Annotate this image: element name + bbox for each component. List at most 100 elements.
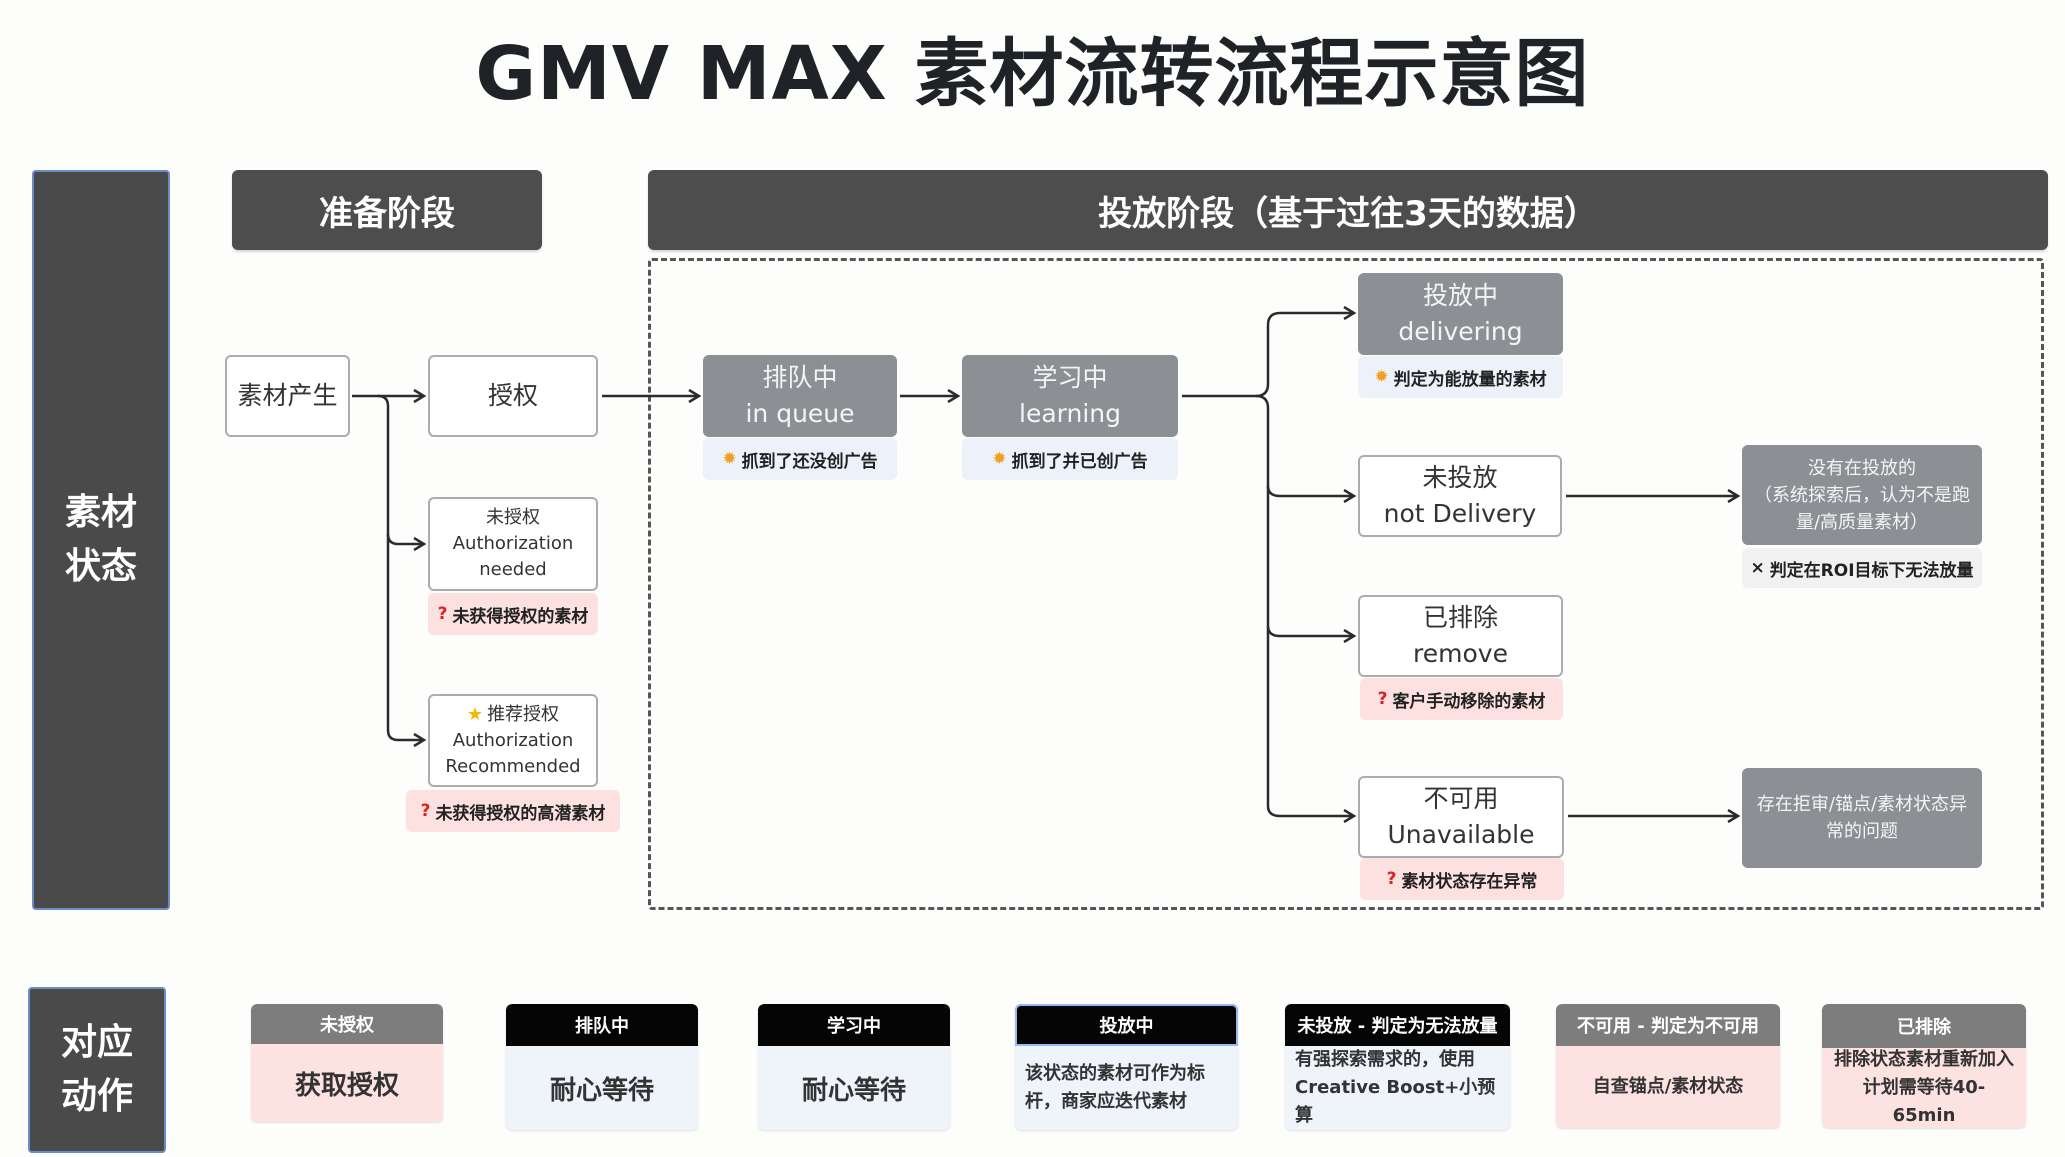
node-auth-needed: 未授权 Authorization needed <box>428 497 598 591</box>
action-card-header: 不可用 - 判定为不可用 <box>1556 1004 1780 1046</box>
action-card-in-queue: 排队中 耐心等待 <box>506 1004 698 1130</box>
action-card-removed: 已排除 排除状态素材重新加入 计划需等待40-65min <box>1822 1004 2026 1128</box>
action-card-learning: 学习中 耐心等待 <box>758 1004 950 1130</box>
page-title: GMV MAX 素材流转流程示意图 <box>475 31 1590 117</box>
action-card-unavailable: 不可用 - 判定为不可用 自查锚点/素材状态 <box>1556 1004 1780 1128</box>
node-delivering: 投放中 delivering <box>1358 273 1563 355</box>
node-label-en: delivering <box>1398 317 1523 346</box>
question-icon: ? <box>1386 869 1397 889</box>
bulb-icon: ✹ <box>722 449 737 469</box>
action-card-body-line-2: Creative Boost+小预算 <box>1295 1077 1496 1126</box>
question-icon: ? <box>1377 689 1388 709</box>
action-card-header: 已排除 <box>1822 1004 2026 1048</box>
action-card-body: 获取授权 <box>251 1044 443 1122</box>
note-delivering: ✹ 判定为能放量的素材 <box>1358 356 1563 398</box>
node-label: 素材产生 <box>237 381 338 410</box>
node-label-en: Unavailable <box>1387 820 1535 849</box>
detail-line-1: 存在拒审/锚点/素材状态异 <box>1756 794 1968 815</box>
action-card-header: 排队中 <box>506 1004 698 1046</box>
note-text: 未获得授权的素材 <box>452 606 589 627</box>
question-icon: ? <box>437 604 448 624</box>
phase-header-prep: 准备阶段 <box>232 170 542 250</box>
note-removed: ? 客户手动移除的素材 <box>1360 678 1563 720</box>
node-label-en: remove <box>1413 639 1508 668</box>
note-learning: ✹ 抓到了并已创广告 <box>962 438 1178 480</box>
node-label-en-2: needed <box>479 559 547 580</box>
node-not-delivery: 未投放 not Delivery <box>1358 455 1562 537</box>
action-card-header: 投放中 <box>1015 1004 1238 1046</box>
node-label-cn: 学习中 <box>1032 363 1108 392</box>
star-icon: ★ <box>466 703 484 725</box>
action-card-body: 该状态的素材可作为标 杆，商家应迭代素材 <box>1015 1046 1238 1130</box>
note-unavailable: ? 素材状态存在异常 <box>1360 858 1564 900</box>
action-card-body: 自查锚点/素材状态 <box>1556 1046 1780 1128</box>
node-learning: 学习中 learning <box>962 355 1178 437</box>
action-card-header: 未投放 - 判定为无法放量 <box>1285 1004 1510 1046</box>
action-card-header: 学习中 <box>758 1004 950 1046</box>
action-card-body: 耐心等待 <box>758 1046 950 1130</box>
action-card-body-line-2: 杆，商家应迭代素材 <box>1025 1091 1187 1112</box>
action-card-body: 有强探索需求的，使用 Creative Boost+小预算 <box>1285 1046 1510 1130</box>
row-label-line1: 对应 <box>60 1022 133 1063</box>
action-card-delivering: 投放中 该状态的素材可作为标 杆，商家应迭代素材 <box>1015 1004 1238 1130</box>
note-in-queue: ✹ 抓到了还没创广告 <box>703 438 897 480</box>
note-text: 抓到了还没创广告 <box>741 451 878 472</box>
note-auth-needed: ? 未获得授权的素材 <box>428 593 598 635</box>
action-card-body: 耐心等待 <box>506 1046 698 1130</box>
node-label-en: not Delivery <box>1383 499 1537 528</box>
row-label-material-status: 素材 状态 <box>32 170 170 910</box>
question-icon: ? <box>420 801 431 821</box>
note-text: 素材状态存在异常 <box>1401 871 1538 892</box>
node-label-en: learning <box>1019 399 1121 428</box>
action-card-body-line-1: 该状态的素材可作为标 <box>1025 1063 1205 1084</box>
note-text: 判定在ROI目标下无法放量 <box>1769 560 1974 581</box>
node-unavailable-detail: 存在拒审/锚点/素材状态异 常的问题 <box>1742 768 1982 868</box>
detail-line-2: 常的问题 <box>1826 821 1898 842</box>
action-card-body-line-2: 计划需等待40-65min <box>1862 1077 1986 1126</box>
node-in-queue: 排队中 in queue <box>703 355 897 437</box>
bulb-icon: ✹ <box>992 449 1007 469</box>
node-label-cn: 投放中 <box>1422 281 1498 310</box>
node-removed: 已排除 remove <box>1358 595 1563 677</box>
note-text: 抓到了并已创广告 <box>1011 451 1148 472</box>
arrow-created-to-auth-needed <box>377 394 424 544</box>
node-label-cn: 不可用 <box>1423 784 1499 813</box>
node-label-cn: 未投放 <box>1422 463 1498 492</box>
phase-header-delivery: 投放阶段（基于过往3天的数据） <box>648 170 2048 250</box>
note-text: 客户手动移除的素材 <box>1392 691 1546 712</box>
action-card-header: 未授权 <box>251 1004 443 1044</box>
node-unavailable: 不可用 Unavailable <box>1358 776 1564 858</box>
node-label-en-1: Authorization <box>452 729 574 751</box>
node-auth-recommended: ★推荐授权 Authorization Recommended <box>428 694 598 787</box>
node-label: 授权 <box>487 381 538 410</box>
note-auth-recommended: ? 未获得授权的高潜素材 <box>406 790 620 832</box>
action-card-body-line-1: 有强探索需求的，使用 <box>1295 1049 1475 1070</box>
delivery-phase-region <box>648 258 2044 910</box>
action-card-auth-needed: 未授权 获取授权 <box>251 1004 443 1122</box>
note-not-delivering-detail: × 判定在ROI目标下无法放量 <box>1742 548 1982 588</box>
node-authorized: 授权 <box>428 355 598 437</box>
node-not-delivering-detail: 没有在投放的 （系统探索后，认为不是跑 量/高质量素材） <box>1742 445 1982 545</box>
node-label-cn: 未授权 <box>486 507 540 528</box>
node-label-cn: 排队中 <box>762 363 838 392</box>
bulb-icon: ✹ <box>1374 367 1389 387</box>
node-label-en-1: Authorization <box>452 533 574 554</box>
note-text: 未获得授权的高潜素材 <box>435 803 606 824</box>
note-text: 判定为能放量的素材 <box>1393 369 1547 390</box>
detail-line-3: 量/高质量素材） <box>1795 511 1929 533</box>
detail-line-1: 没有在投放的 <box>1808 457 1916 479</box>
node-material-created: 素材产生 <box>225 355 350 437</box>
x-icon: × <box>1750 558 1765 578</box>
node-label-cn: 推荐授权 <box>487 703 560 725</box>
row-label-line2: 动作 <box>60 1076 133 1117</box>
arrow-created-to-auth-recommended <box>386 534 424 740</box>
node-label-en-2: Recommended <box>445 755 581 777</box>
node-label-en: in queue <box>745 399 855 428</box>
action-card-body-line-1: 排除状态素材重新加入 <box>1834 1049 2014 1070</box>
row-label-line1: 素材 <box>64 492 137 533</box>
action-card-not-delivery: 未投放 - 判定为无法放量 有强探索需求的，使用 Creative Boost+… <box>1285 1004 1510 1130</box>
row-label-actions: 对应 动作 <box>28 987 166 1153</box>
row-label-line2: 状态 <box>64 546 137 587</box>
action-card-body: 排除状态素材重新加入 计划需等待40-65min <box>1822 1048 2026 1128</box>
detail-line-2: （系统探索后，认为不是跑 <box>1754 484 1970 506</box>
